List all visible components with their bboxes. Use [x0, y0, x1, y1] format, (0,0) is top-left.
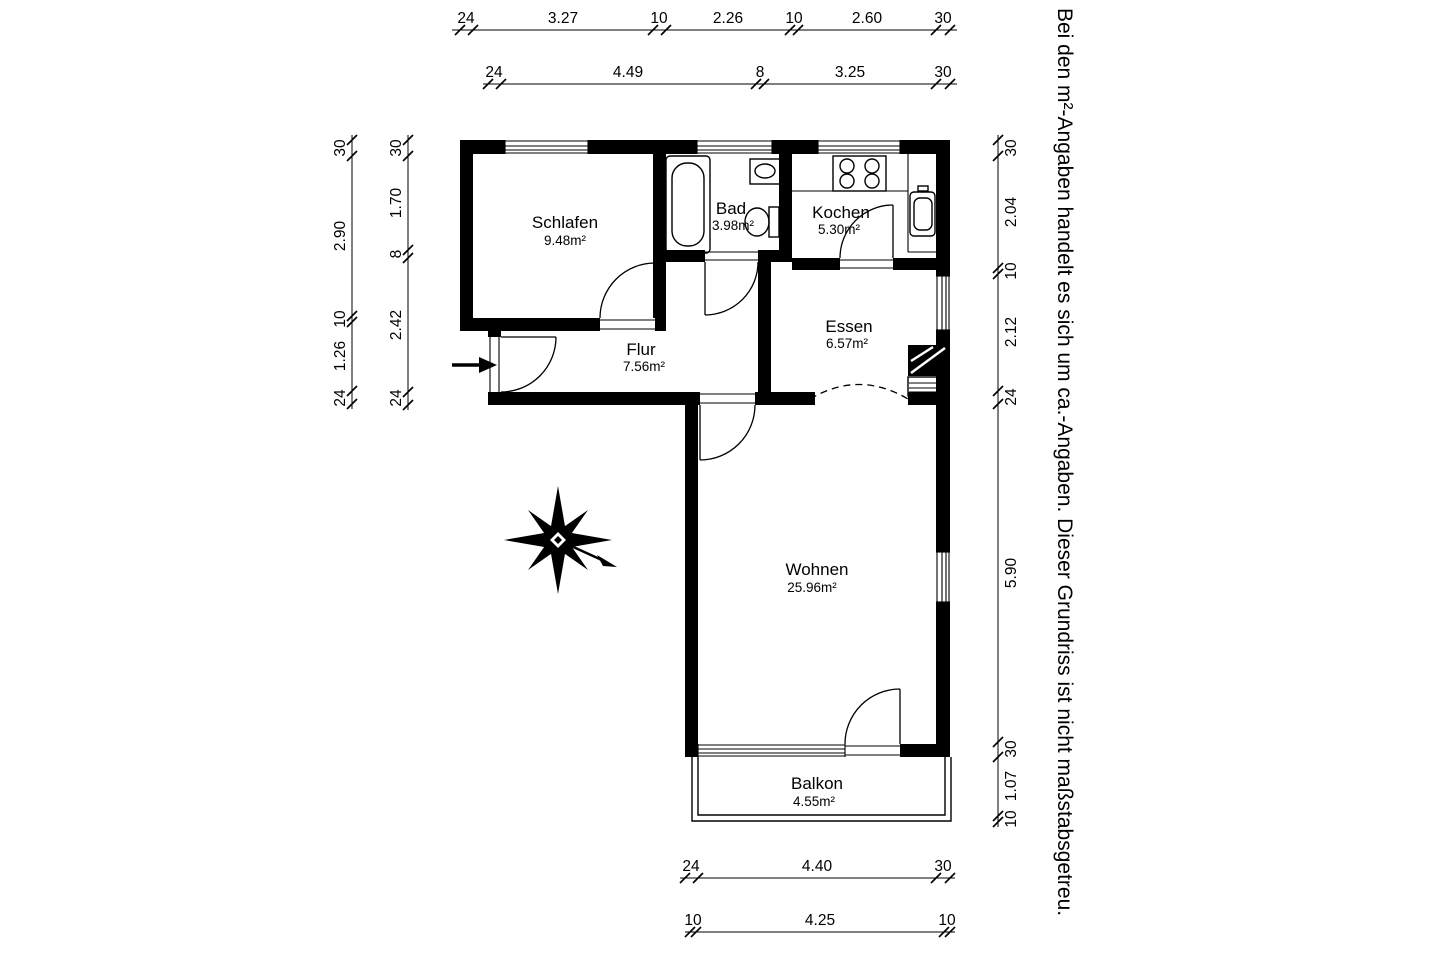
dim-label: 30 [934, 10, 952, 27]
dim-label: 1.26 [332, 341, 349, 371]
dim-label: 10 [938, 912, 956, 929]
dim-label: 2.04 [1003, 197, 1020, 228]
windows [504, 140, 950, 757]
walls [460, 140, 950, 757]
room-area-flur: 7.56m² [623, 359, 666, 374]
door-thresholds [489, 251, 900, 756]
dim-label: 2.26 [713, 10, 743, 27]
entrance-arrow-icon [452, 357, 497, 373]
bathroom-fixtures [665, 155, 782, 254]
room-name-kochen: Kochen [812, 203, 870, 222]
dim-label: 30 [934, 64, 952, 81]
room-area-balkon: 4.55m² [793, 794, 836, 809]
ticks-left-inner [402, 134, 414, 411]
compass-rose-icon [504, 486, 617, 594]
room-area-bad: 3.98m² [712, 218, 755, 233]
room-area-kochen: 5.30m² [818, 222, 861, 237]
ticks-top1 [454, 24, 956, 36]
dim-label: 5.90 [1003, 558, 1020, 589]
dim-label: 10 [1003, 262, 1020, 280]
kitchen-fixtures [792, 154, 936, 253]
dim-label: 30 [1003, 740, 1020, 758]
dim-label: 2.90 [332, 221, 349, 252]
dim-label: 1.70 [388, 188, 405, 219]
room-name-schlafen: Schlafen [532, 213, 598, 232]
balcony-railing [691, 757, 952, 822]
stove-icon [832, 155, 887, 192]
dim-label: 10 [1003, 810, 1020, 828]
dim-label: 10 [785, 10, 803, 27]
dim-label: 10 [650, 10, 668, 27]
washbasin-icon [749, 158, 782, 185]
room-area-essen: 6.57m² [826, 336, 869, 351]
shaft-icon [907, 345, 949, 397]
dim-label: 4.49 [613, 64, 643, 81]
doors [500, 204, 909, 745]
dim-label: 24 [332, 389, 349, 407]
dim-label: 24 [388, 389, 405, 407]
dim-label: 1.07 [1003, 771, 1020, 801]
dim-label: 2.12 [1003, 317, 1020, 347]
room-name-bad: Bad [716, 199, 746, 218]
dim-label: 30 [388, 139, 405, 157]
room-labels: Schlafen 9.48m² Bad 3.98m² Kochen 5.30m²… [532, 199, 873, 809]
disclaimer-text: Bei den m²-Angaben handelt es sich um ca… [1053, 8, 1076, 916]
dim-label: 30 [934, 858, 952, 875]
ticks-bottom1 [679, 872, 956, 884]
dim-label: 30 [332, 139, 349, 157]
dim-label: 10 [684, 912, 702, 929]
dim-label: 2.60 [852, 10, 883, 27]
open-passage-arc [809, 383, 909, 400]
room-name-wohnen: Wohnen [785, 560, 848, 579]
dim-label: 24 [1003, 388, 1020, 406]
dim-label: 4.40 [802, 858, 833, 875]
dim-label: 2.42 [388, 310, 405, 340]
dim-label: 24 [485, 64, 503, 81]
dim-label: 10 [332, 310, 349, 328]
dim-label: 24 [457, 10, 475, 27]
ticks-right [992, 134, 1004, 828]
dimension-chains: 24 3.27 10 2.26 10 2.60 30 24 4.49 8 3.2… [332, 10, 1020, 938]
sink-icon [909, 191, 936, 237]
bathtub-icon [665, 155, 711, 254]
room-area-wohnen: 25.96m² [787, 580, 837, 595]
dim-label: 8 [388, 250, 405, 259]
dim-label: 30 [1003, 139, 1020, 157]
room-name-flur: Flur [626, 340, 656, 359]
room-name-balkon: Balkon [791, 774, 843, 793]
dim-label: 24 [682, 858, 700, 875]
ticks-top2 [482, 78, 956, 90]
dim-label: 3.25 [835, 64, 865, 81]
ticks-left-outer [346, 134, 358, 410]
dim-label: 4.25 [805, 912, 835, 929]
room-area-schlafen: 9.48m² [544, 233, 587, 248]
dim-label: 8 [756, 64, 765, 81]
ticks-bottom2 [684, 926, 956, 938]
room-name-essen: Essen [825, 317, 872, 336]
dim-label: 3.27 [548, 10, 578, 27]
